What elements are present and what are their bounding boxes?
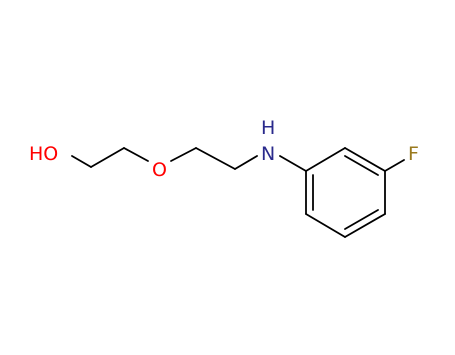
ring-bond-5 xyxy=(305,213,346,238)
bond-c4-n xyxy=(234,155,258,170)
bond-c1-c2 xyxy=(90,147,125,168)
fluorine-label: F xyxy=(408,143,419,165)
ring-double-bond-1 xyxy=(344,155,379,176)
ring-double-bond-2 xyxy=(344,209,379,230)
bond-n-ring xyxy=(279,155,307,172)
ring-bond-2 xyxy=(344,147,386,172)
ring-bond-1 xyxy=(305,147,346,172)
amine-hydrogen-label: H xyxy=(261,117,275,139)
bond-c3-c4 xyxy=(195,147,236,170)
hydroxyl-label: HO xyxy=(29,143,58,165)
bonds xyxy=(71,147,405,238)
bond-o-c3 xyxy=(170,147,197,162)
ring-bond-4 xyxy=(344,213,386,238)
ether-oxygen-label: O xyxy=(152,159,167,181)
bond-c2-o xyxy=(123,147,149,162)
bond-ho-c1 xyxy=(71,155,92,168)
bond-ring-f xyxy=(384,159,405,172)
amine-nitrogen-label: N xyxy=(261,143,275,165)
